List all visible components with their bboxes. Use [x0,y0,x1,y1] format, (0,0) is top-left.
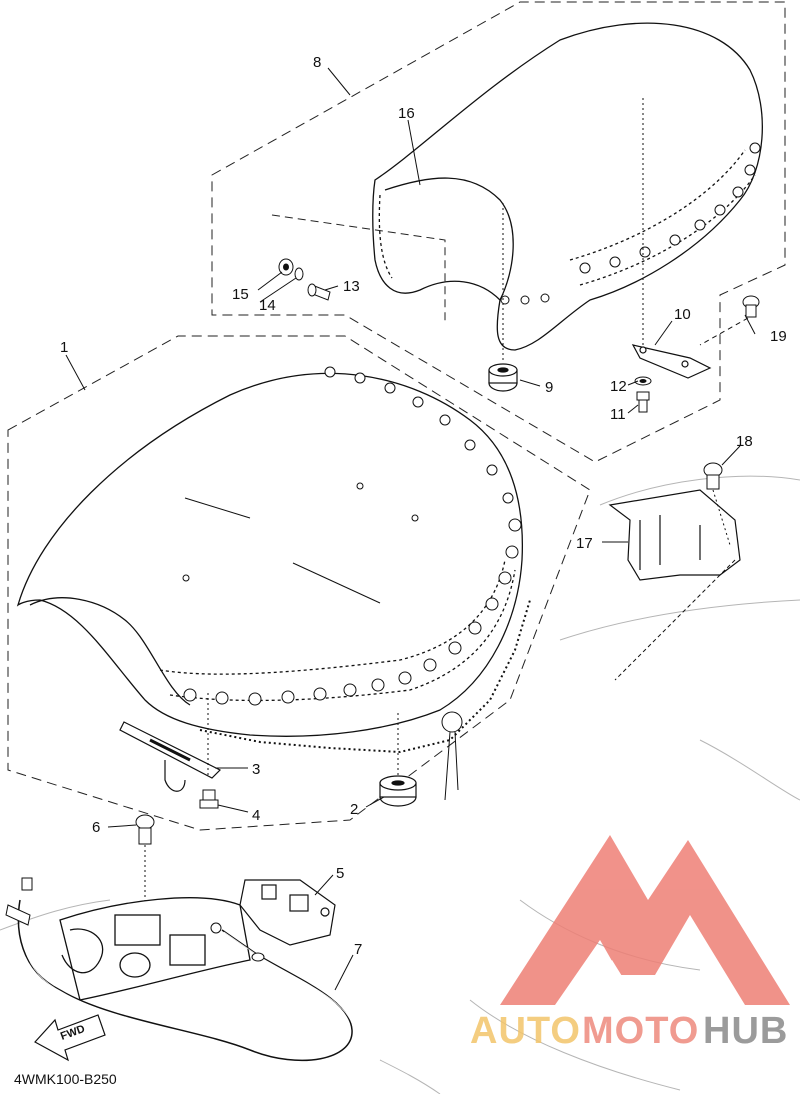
seat-lock-5 [239,879,336,946]
main-seat-marks [182,482,419,604]
callout-labels: 8 16 1 9 10 19 12 11 13 14 15 17 18 3 4 … [60,54,787,958]
callout-16: 16 [398,105,415,122]
main-seat-group-boundary [7,335,591,831]
callout-8: 8 [313,54,321,71]
callout-6: 6 [92,819,100,836]
callout-4: 4 [252,807,260,824]
washer-14 [294,267,304,281]
callout-2: 2 [350,801,358,818]
bolt-6 [135,814,155,845]
callout-15: 15 [232,286,249,303]
callout-5: 5 [336,865,344,882]
rear-seat [372,22,763,351]
callout-14: 14 [259,297,276,314]
callout-10: 10 [674,306,691,323]
diagram-code: 4WMK100-B250 [14,1071,117,1087]
leader-lines [65,67,756,991]
rear-seat-group-boundary [211,1,786,463]
bolt-19 [742,295,760,318]
callout-12: 12 [610,378,627,395]
frame-tube [59,897,251,1001]
washer-12 [634,376,652,386]
callout-13: 13 [343,278,360,295]
bracket-10 [631,344,712,379]
damper-9 [488,363,518,392]
watermark-auto: AUTO [470,1010,581,1052]
callout-9: 9 [545,379,553,396]
main-seat-studs [183,366,522,706]
callout-3: 3 [252,761,260,778]
bolt-13 [307,283,331,301]
callout-7: 7 [354,941,362,958]
callout-11: 11 [610,406,626,423]
bolt-4 [199,789,219,809]
cable-end [5,877,265,962]
bolt-11 [636,391,650,413]
callout-17: 17 [576,535,593,552]
watermark-moto: MOTO [582,1010,699,1052]
bracket-17 [608,489,741,581]
fwd-arrow: FWD [34,1014,106,1062]
callout-18: 18 [736,433,753,450]
washer-15 [278,258,294,276]
bolt-18 [703,462,723,490]
automotohub-logo: AUTO MOTO HUB [470,835,790,1052]
main-seat [16,372,524,737]
watermark-hub: HUB [703,1010,788,1052]
bracket-3 [119,721,222,792]
seat-edge-trim [199,599,531,754]
callout-1: 1 [60,339,68,356]
rear-seat-studs [500,142,761,305]
damper-2 [379,775,417,807]
callout-19: 19 [770,328,787,345]
seat-strap [441,711,463,801]
